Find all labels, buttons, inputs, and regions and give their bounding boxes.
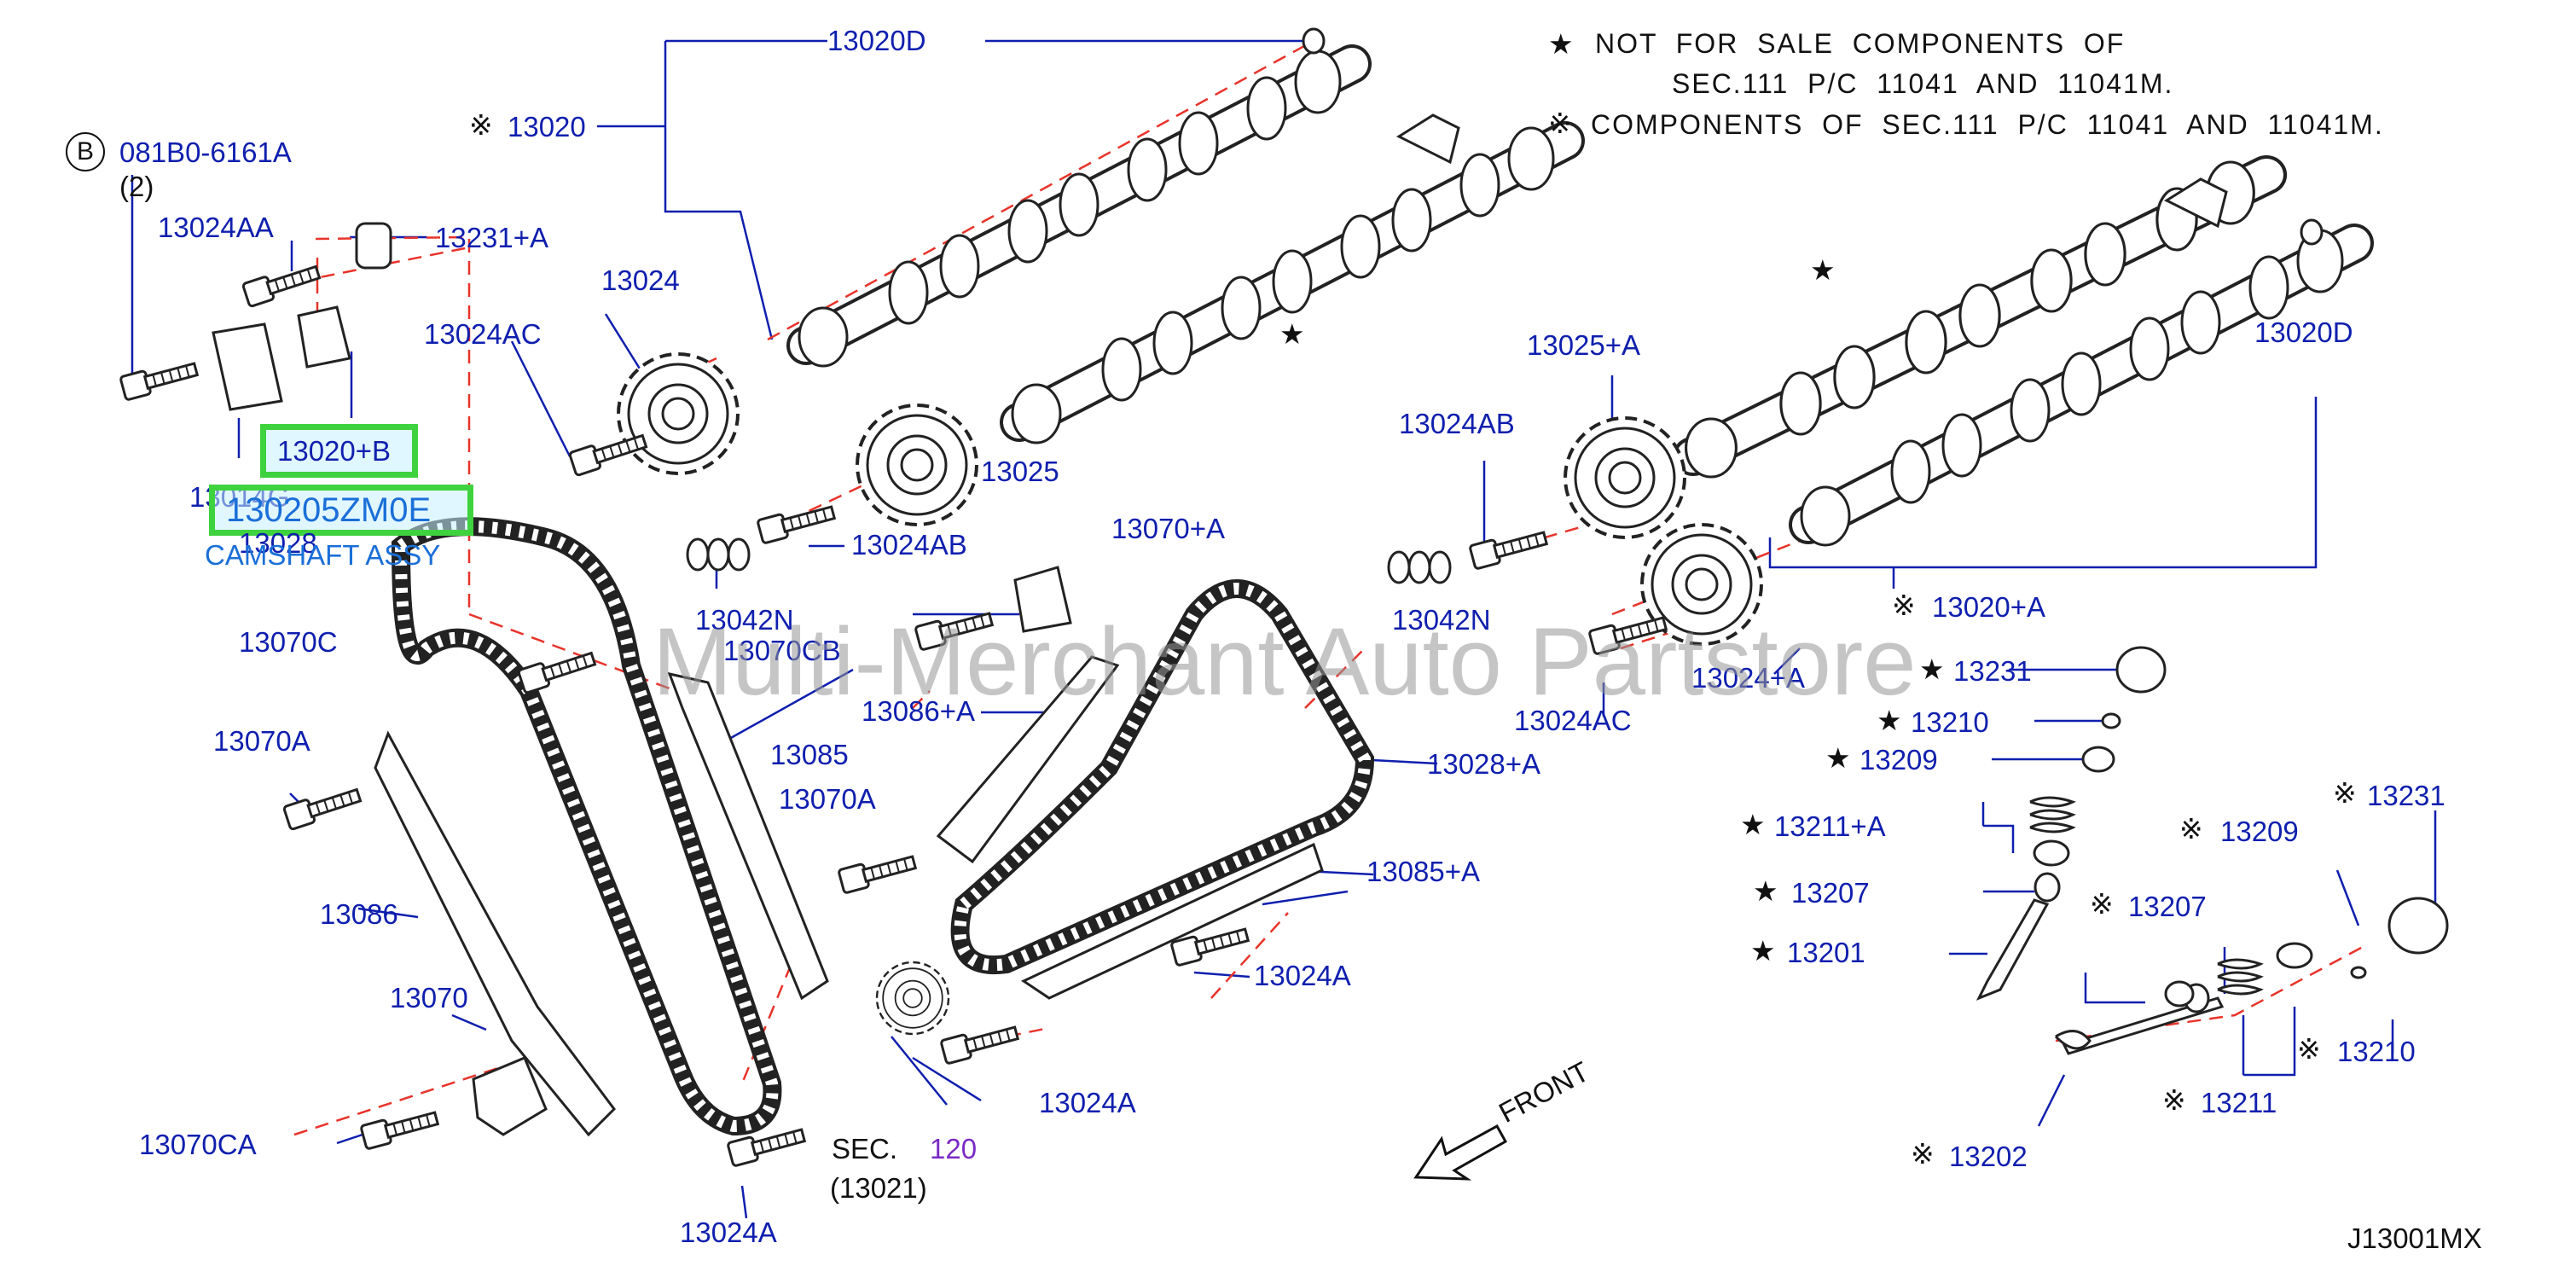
part-label-13024a[interactable]: 13024A (680, 1217, 777, 1248)
part-label-13085a[interactable]: 13085+A (1366, 856, 1481, 887)
diagram-id: J13001MX (2347, 1222, 2482, 1254)
watermark-text: Multi-Merchant Auto Partstore (653, 608, 1917, 715)
note-kome-line: COMPONENTS OF SEC.111 P/C 11041 AND 1104… (1591, 109, 2384, 140)
section-ref-number[interactable]: 120 (930, 1133, 978, 1164)
part-label-13024plusa[interactable]: 13024+A (1691, 662, 1806, 694)
part-label-13231[interactable]: 13231 (1953, 655, 2032, 687)
part-label-13020d[interactable]: 13020D (827, 25, 926, 56)
part-label-13024aa[interactable]: 13024AA (158, 212, 274, 243)
part-label-13025a[interactable]: 13025+A (1527, 329, 1641, 361)
part-label-13028a[interactable]: 13028+A (1427, 748, 1541, 780)
part-label-13070cb[interactable]: 13070CB (723, 635, 841, 666)
bolt-quantity: (2) (119, 171, 154, 202)
part-label-13024[interactable]: 13024 (601, 264, 680, 296)
star-marker: ★ (1825, 741, 1851, 775)
star-marker: ★ (1753, 874, 1778, 908)
kome-symbol: ※ (2162, 1083, 2186, 1117)
section-ref-label: SEC. (832, 1133, 898, 1164)
kome-symbol: ※ (2090, 887, 2114, 920)
part-label-13025[interactable]: 13025 (981, 456, 1059, 487)
kome-symbol: ※ (1911, 1137, 1935, 1170)
part-label-13231a[interactable]: 13231+A (435, 222, 549, 253)
star-marker: ★ (1810, 253, 1836, 287)
part-label-13231[interactable]: 13231 (2367, 780, 2445, 811)
part-label-13070a[interactable]: 13070A (213, 725, 310, 757)
part-label-13207[interactable]: 13207 (1791, 877, 1870, 909)
note-star-line2: SEC.111 P/C 11041 AND 11041M. (1672, 68, 2174, 99)
part-label-13024ac[interactable]: 13024AC (424, 318, 542, 350)
part-label-13024ab[interactable]: 13024AB (1399, 408, 1515, 439)
part-label-13209[interactable]: 13209 (1859, 744, 1938, 775)
part-label-13070[interactable]: 13070 (390, 982, 468, 1013)
part-label-13207[interactable]: 13207 (2128, 891, 2207, 922)
kome-symbol: ※ (1892, 589, 1916, 622)
part-label-13024a[interactable]: 13024A (1254, 960, 1351, 991)
part-label-13020a[interactable]: 13020+A (1932, 591, 2046, 623)
part-label-13210[interactable]: 13210 (1911, 706, 1989, 738)
note-star-line1: NOT FOR SALE COMPONENTS OF (1595, 28, 2126, 59)
part-label-13028[interactable]: 13028 (239, 527, 317, 559)
part-label-13020[interactable]: 13020 (508, 111, 586, 142)
part-label-13024ac[interactable]: 13024AC (1514, 705, 1632, 736)
part-label-13211[interactable]: 13211 (2201, 1087, 2277, 1118)
highlight-box-13020b (260, 424, 418, 478)
star-symbol: ★ (1548, 27, 1574, 61)
part-label-13086a[interactable]: 13086+A (862, 695, 976, 727)
kome-symbol: ※ (469, 108, 493, 142)
section-ref-sub: (13021) (830, 1172, 927, 1204)
star-marker: ★ (1279, 317, 1305, 351)
star-marker: ★ (1919, 653, 1945, 686)
part-label-081b0-6161a[interactable]: 081B0-6161A (119, 136, 292, 168)
part-label-13070plusa[interactable]: 13070+A (1111, 513, 1226, 544)
part-label-13202[interactable]: 13202 (1949, 1141, 2028, 1172)
part-label-13020b[interactable]: 13020+B (277, 435, 392, 467)
kome-symbol: ※ (2297, 1032, 2321, 1066)
kome-symbol: ※ (1548, 107, 1572, 140)
kome-symbol: ※ (2179, 812, 2203, 845)
part-label-13042n[interactable]: 13042N (1392, 604, 1491, 636)
part-label-130205zm0e[interactable]: 130205ZM0E (226, 491, 432, 529)
part-label-13042n[interactable]: 13042N (695, 604, 794, 636)
star-marker: ★ (1750, 934, 1776, 967)
part-label-13070a[interactable]: 13070A (779, 783, 876, 815)
part-label-13209[interactable]: 13209 (2220, 816, 2299, 847)
part-label-13020d[interactable]: 13020D (2254, 316, 2353, 348)
part-label-13086[interactable]: 13086 (320, 898, 398, 930)
star-marker: ★ (1877, 704, 1902, 737)
part-label-13201[interactable]: 13201 (1787, 937, 1865, 968)
b-circle-marker: B (66, 132, 105, 171)
part-label-13024ab[interactable]: 13024AB (851, 529, 967, 560)
star-marker: ★ (1740, 808, 1766, 841)
part-name-camshaft-assy[interactable]: CAMSHAFT ASSY (205, 539, 441, 571)
kome-symbol: ※ (2333, 776, 2357, 810)
highlight-box-130205zm0e (209, 485, 473, 536)
part-label-13024a[interactable]: 13024A (1039, 1087, 1136, 1118)
part-label-13070c[interactable]: 13070C (239, 626, 338, 658)
part-label-13085[interactable]: 13085 (770, 739, 849, 770)
part-label-13210[interactable]: 13210 (2337, 1036, 2416, 1067)
front-direction-label: FRONT (1494, 1054, 1594, 1129)
part-label-13211a[interactable]: 13211+A (1774, 810, 1886, 842)
part-label-13070ca[interactable]: 13070CA (139, 1129, 257, 1160)
